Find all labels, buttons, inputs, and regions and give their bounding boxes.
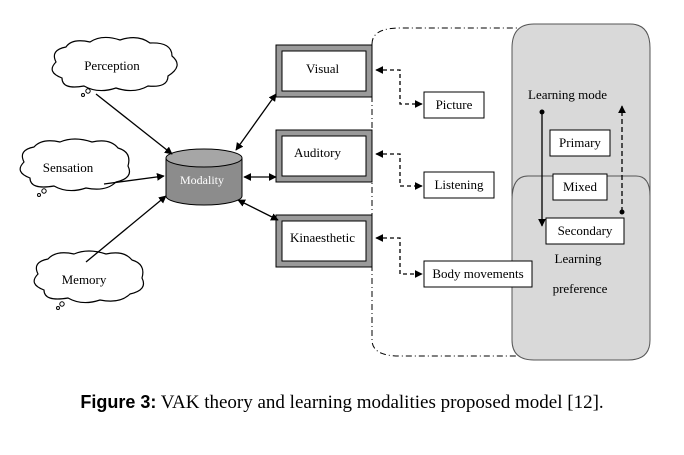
- region-bracket: [371, 27, 520, 45]
- learning-preference-region: [511, 175, 651, 361]
- auditory-label: Auditory: [294, 145, 341, 160]
- arrow-memory-modality: [85, 195, 167, 263]
- learning-preference-label-2: preference: [553, 281, 608, 296]
- listening-box: [423, 171, 495, 199]
- arrow-modality-kinaesthetic: [237, 199, 279, 221]
- auditory-box: [275, 129, 373, 183]
- primary-label: Primary: [559, 135, 601, 150]
- perception-label: Perception: [84, 58, 140, 73]
- arrow-perception-modality: [95, 93, 173, 155]
- listening-label: Listening: [434, 177, 484, 192]
- modality-cylinder: [165, 148, 243, 206]
- arrow-sensation-modality: [103, 173, 165, 185]
- mixed-box: [552, 173, 608, 201]
- caption-text: VAK theory and learning modalities propo…: [156, 392, 604, 413]
- modality-label: Modality: [180, 173, 224, 187]
- picture-label: Picture: [436, 97, 473, 112]
- kinaesthetic-box: [275, 214, 373, 268]
- learning-mode-label: Learning mode: [528, 87, 607, 102]
- dashed-visual-picture: [375, 66, 423, 108]
- memory-label: Memory: [62, 272, 107, 287]
- perception-cloud: [51, 36, 178, 97]
- learning-preference-label-1: Learning: [555, 251, 602, 266]
- secondary-label: Secondary: [558, 223, 613, 238]
- visual-box: [275, 44, 373, 98]
- body-movements-box: [423, 260, 533, 288]
- mixed-label: Mixed: [563, 179, 597, 194]
- dashed-auditory-listening: [375, 150, 423, 190]
- picture-box: [423, 91, 485, 119]
- kinaesthetic-label: Kinaesthetic: [290, 230, 355, 245]
- figure-label: Figure 3:: [80, 392, 157, 412]
- memory-cloud: [33, 250, 145, 310]
- visual-label: Visual: [306, 61, 340, 76]
- secondary-box: [545, 217, 625, 245]
- dashed-kinaesthetic-body: [375, 234, 423, 278]
- primary-box: [549, 129, 611, 157]
- sensation-label: Sensation: [43, 160, 94, 175]
- body-movements-label: Body movements: [432, 266, 523, 281]
- arrow-modality-visual: [235, 93, 277, 151]
- sensation-cloud: [19, 138, 131, 197]
- vak-diagram: Perception Sensation Memory Modality Vis…: [19, 23, 651, 361]
- figure-caption: Figure 3: VAK theory and learning modali…: [0, 392, 684, 414]
